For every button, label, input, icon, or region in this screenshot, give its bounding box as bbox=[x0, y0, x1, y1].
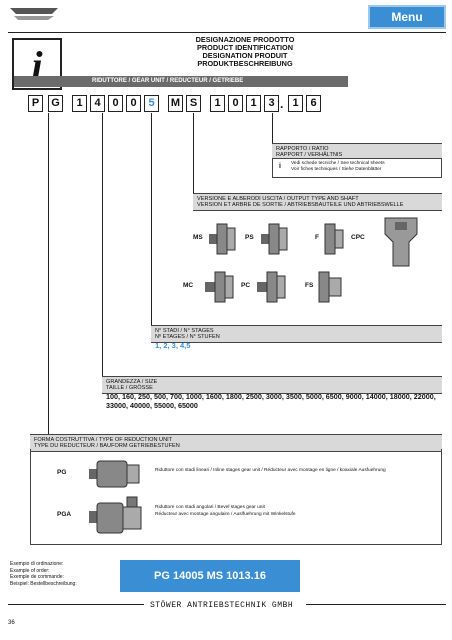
form-pga-code: PGA bbox=[57, 511, 72, 518]
output-type-pc: PC bbox=[241, 282, 251, 289]
ratio-note-box: i Vedi schede tecniche / See technical s… bbox=[272, 158, 442, 178]
connector-line bbox=[102, 113, 103, 376]
code-char: 1 bbox=[288, 95, 303, 112]
code-dot: . bbox=[280, 97, 284, 111]
code-char: 1 bbox=[210, 95, 225, 112]
code-char: 0 bbox=[126, 95, 141, 112]
brand-logo bbox=[8, 4, 60, 22]
heading-line-2: PRODUCT IDENTIFICATION bbox=[197, 43, 293, 52]
output-types: MS PS F CPC MC PC FS bbox=[183, 210, 442, 320]
info-icon: i bbox=[31, 43, 43, 88]
code-char: 4 bbox=[90, 95, 105, 112]
connector-line bbox=[48, 113, 49, 434]
stages-values: 1, 2, 3, 4,5 bbox=[155, 341, 191, 350]
code-char: 0 bbox=[228, 95, 243, 112]
order-example: PG 14005 MS 1013.16 bbox=[120, 560, 300, 592]
code-char: 1 bbox=[246, 95, 261, 112]
stages-title: N° STADI / N° STAGES Nº ETAGES / N° STUF… bbox=[151, 325, 442, 344]
form-pg-code: PG bbox=[57, 469, 67, 476]
code-char: 0 bbox=[108, 95, 123, 112]
size-title: GRANDEZZA / SIZE TAILLE / GRÖSSE bbox=[102, 376, 442, 395]
shaft-f-icon bbox=[324, 223, 344, 255]
shaft-pc-icon bbox=[257, 271, 286, 303]
connector-line bbox=[151, 113, 152, 325]
connector-line bbox=[193, 113, 194, 193]
code-char: 1 bbox=[72, 95, 87, 112]
page-number: 36 bbox=[8, 620, 15, 626]
output-type-f: F bbox=[315, 234, 319, 241]
code-char: P bbox=[28, 95, 43, 112]
pga-gearbox-icon bbox=[89, 496, 142, 534]
form-box: PG Riduttore con stadi lineari / Inline … bbox=[30, 449, 442, 545]
heading-line-1: DESIGNAZIONE PRODOTTO bbox=[195, 35, 295, 44]
output-type-cpc: CPC bbox=[351, 234, 365, 241]
shaft-fs-icon bbox=[318, 271, 342, 303]
code-char: 5 bbox=[144, 95, 159, 112]
page-heading: DESIGNAZIONE PRODOTTO PRODUCT IDENTIFICA… bbox=[130, 36, 360, 68]
output-type-ps: PS bbox=[245, 234, 254, 241]
shaft-cpc-icon bbox=[384, 217, 418, 267]
gear-unit-bar: RIDUTTORE / GEAR UNIT / REDUCTEUR / GETR… bbox=[14, 76, 348, 87]
info-icon-box: i bbox=[12, 38, 62, 90]
header-divider bbox=[8, 32, 446, 33]
footer-company: STÖWER ANTRIEBSTECHNIK GMBH bbox=[150, 601, 294, 610]
code-char: 3 bbox=[264, 95, 279, 112]
order-label: Esempio di ordinazione: Example of order… bbox=[10, 561, 77, 587]
code-char: 6 bbox=[306, 95, 321, 112]
form-title: FORMA COSTRUTTIVA / TYPE OF REDUCTION UN… bbox=[30, 434, 442, 453]
menu-button[interactable]: Menu bbox=[368, 5, 446, 29]
heading-line-3: DESIGNATION PRODUIT bbox=[202, 51, 288, 60]
output-title: VERSIONE E ALBERODI USCITA / OUTPUT TYPE… bbox=[193, 193, 442, 212]
size-values: 100, 160, 250, 500, 700, 1000, 1600, 180… bbox=[106, 392, 436, 410]
code-char: M bbox=[168, 95, 183, 112]
ratio-symbol: i bbox=[279, 163, 281, 170]
code-char: G bbox=[48, 95, 63, 112]
shaft-ps-icon bbox=[261, 223, 288, 255]
pg-gearbox-icon bbox=[89, 460, 140, 488]
footer-rule-left bbox=[8, 604, 144, 605]
output-type-ms: MS bbox=[193, 234, 203, 241]
shaft-ms-icon bbox=[209, 223, 236, 255]
form-pga-desc: Riduttore con stadi angolari / Bevel sta… bbox=[155, 505, 296, 517]
form-pg-desc: Riduttore con stadi lineari / Inline sta… bbox=[155, 468, 386, 473]
output-type-fs: FS bbox=[305, 282, 314, 289]
heading-line-4: PRODUKTBESCHREIBUNG bbox=[197, 59, 293, 68]
output-type-mc: MC bbox=[183, 282, 194, 289]
connector-line bbox=[272, 113, 273, 143]
footer-rule-right bbox=[306, 604, 446, 605]
ratio-note: Vedi schede tecniche / See technical she… bbox=[291, 161, 385, 172]
shaft-mc-icon bbox=[205, 271, 234, 303]
code-char: S bbox=[186, 95, 201, 112]
